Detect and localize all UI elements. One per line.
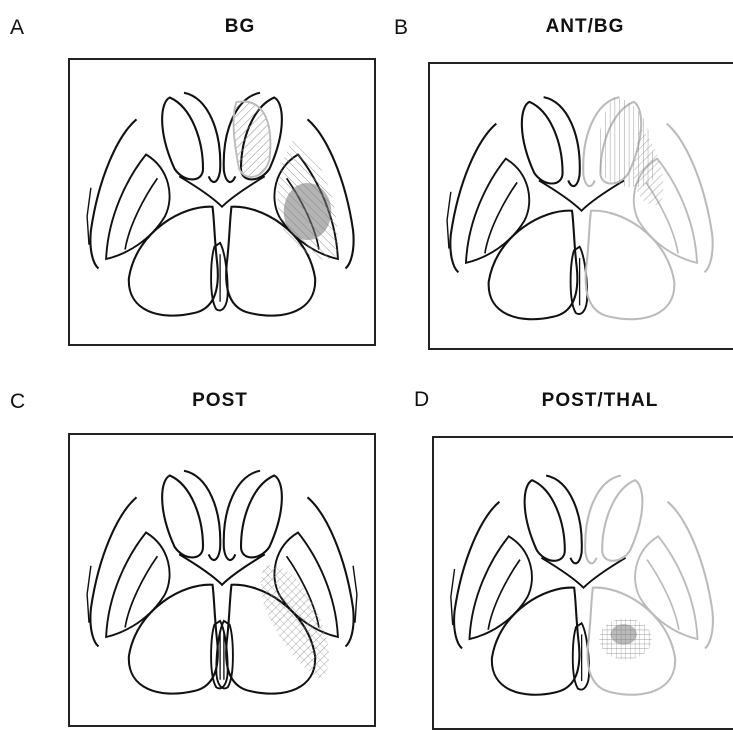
panel-title: BG	[180, 16, 300, 38]
panel-title: POST	[170, 390, 270, 412]
diagram-frame	[428, 62, 733, 350]
brain-section-diagram	[70, 435, 374, 725]
panel-letter: A	[10, 16, 24, 40]
panel-letter: B	[394, 16, 408, 40]
brain-section-diagram	[434, 438, 733, 728]
panel-title: POST/THAL	[520, 390, 680, 412]
diagram-frame	[432, 436, 733, 730]
brain-section-diagram	[430, 64, 733, 348]
panel-letter: D	[414, 388, 429, 412]
diagram-frame	[68, 433, 376, 727]
panel-letter: C	[10, 390, 25, 414]
diagram-frame	[68, 58, 376, 346]
panel-title: ANT/BG	[515, 16, 655, 38]
brain-section-diagram	[70, 60, 374, 344]
